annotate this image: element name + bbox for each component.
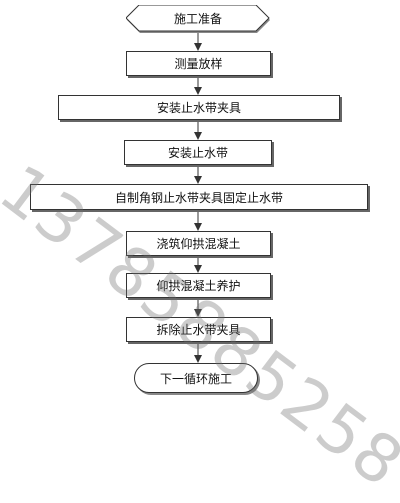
flow-connectors xyxy=(194,32,202,363)
step-pour-invert-concrete: 浇筑仰拱混凝土 xyxy=(126,231,271,256)
step-fix-waterstop-with-angle-steel-clamp: 自制角钢止水带夹具固定止水带 xyxy=(30,184,368,210)
step-survey-layout: 测量放样 xyxy=(126,51,271,76)
start-node-label: 施工准备 xyxy=(173,12,222,26)
flowchart: 施工准备 测量放样 安装止水带夹具 安装止水带 自制角钢止水带夹具固定止水带 浇… xyxy=(0,5,400,503)
step-remove-waterstop-clamp: 拆除止水带夹具 xyxy=(126,317,271,342)
step-install-waterstop-clamp: 安装止水带夹具 xyxy=(58,95,340,120)
start-node: 施工准备 xyxy=(126,5,270,33)
end-node: 下一循环施工 xyxy=(134,363,258,393)
step-install-waterstop: 安装止水带 xyxy=(124,140,272,165)
step-cure-invert-concrete: 仰拱混凝土养护 xyxy=(126,273,271,298)
start-node-shape xyxy=(126,5,270,33)
